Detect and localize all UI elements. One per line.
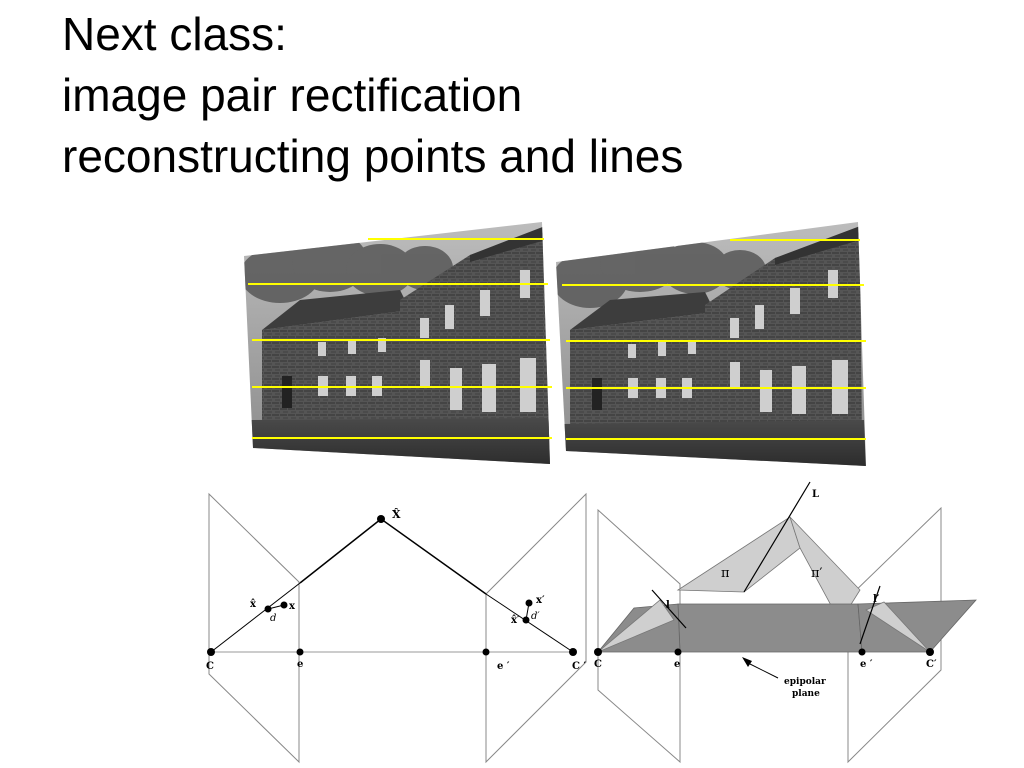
right-diagram-e-prime [858, 648, 866, 656]
right-diagram-C-prime [926, 648, 934, 656]
label-C-prime: C ′ [572, 661, 586, 672]
label-e-prime: e ′ [497, 661, 510, 672]
point-x-hat [264, 605, 272, 613]
left-image-plane [208, 492, 300, 764]
epipolar-plane [677, 603, 863, 653]
right-diagram-C [594, 648, 602, 656]
title-line-2: image pair rectification [62, 69, 523, 121]
label-X-hat: X̂ [392, 508, 401, 521]
label-l: l [666, 600, 670, 611]
epipolar-plane-arrowhead [742, 657, 752, 667]
epipole-e [296, 648, 304, 656]
right-diagram-e [674, 648, 682, 656]
right-image-plane [485, 492, 587, 764]
point-x-hat-prime [522, 616, 530, 624]
label-plane: plane [792, 689, 820, 699]
label-x-hat-prime: x̂′ [511, 615, 520, 626]
slide-title: Next class: image pair rectification rec… [62, 4, 683, 187]
label-right-C-prime: C′ [926, 659, 937, 670]
ray-right [380, 518, 487, 595]
ray-left-inside [210, 582, 301, 653]
point-x [280, 601, 288, 609]
point-X-hat [377, 515, 385, 523]
label-pi-prime: π′ [811, 566, 823, 581]
point-reconstruction-diagram: X̂ x̂ x d C e x′ x̂′ d′ e ′ C ′ [206, 492, 587, 764]
point-x-prime [525, 599, 533, 607]
ray-right-inside [485, 593, 574, 653]
label-e: e [297, 659, 303, 670]
epipolar-lines [248, 238, 866, 440]
right-light-triangle [865, 601, 931, 653]
image-line-l-prime [859, 585, 881, 645]
camera-center-C [207, 648, 215, 656]
title-line-3: reconstructing points and lines [62, 130, 684, 182]
ray-left [299, 518, 382, 584]
label-right-C: C [594, 659, 602, 670]
line-reconstruction-diagram: L π π′ l l′ C e e ′ C′ epipolar plane [594, 481, 977, 764]
label-pi: π [721, 566, 730, 581]
label-x-prime: x′ [536, 595, 545, 606]
left-light-triangle [597, 599, 675, 653]
epipole-e-prime [482, 648, 490, 656]
label-d: d [270, 613, 276, 624]
line-L [743, 481, 811, 593]
title-line-1: Next class: [62, 8, 287, 60]
label-C: C [206, 661, 214, 672]
camera-center-C-prime [569, 648, 577, 656]
label-epipolar: epipolar [784, 677, 826, 687]
label-right-e: e [674, 659, 680, 670]
label-L: L [812, 489, 819, 500]
epipolar-plane-pointer [745, 661, 779, 679]
label-x-hat: x̂ [250, 599, 257, 610]
label-l-prime: l′ [873, 594, 880, 605]
label-d-prime: d′ [531, 611, 540, 622]
label-x: x [289, 601, 296, 612]
image-line-l [651, 589, 687, 629]
label-right-e-prime: e ′ [860, 659, 873, 670]
